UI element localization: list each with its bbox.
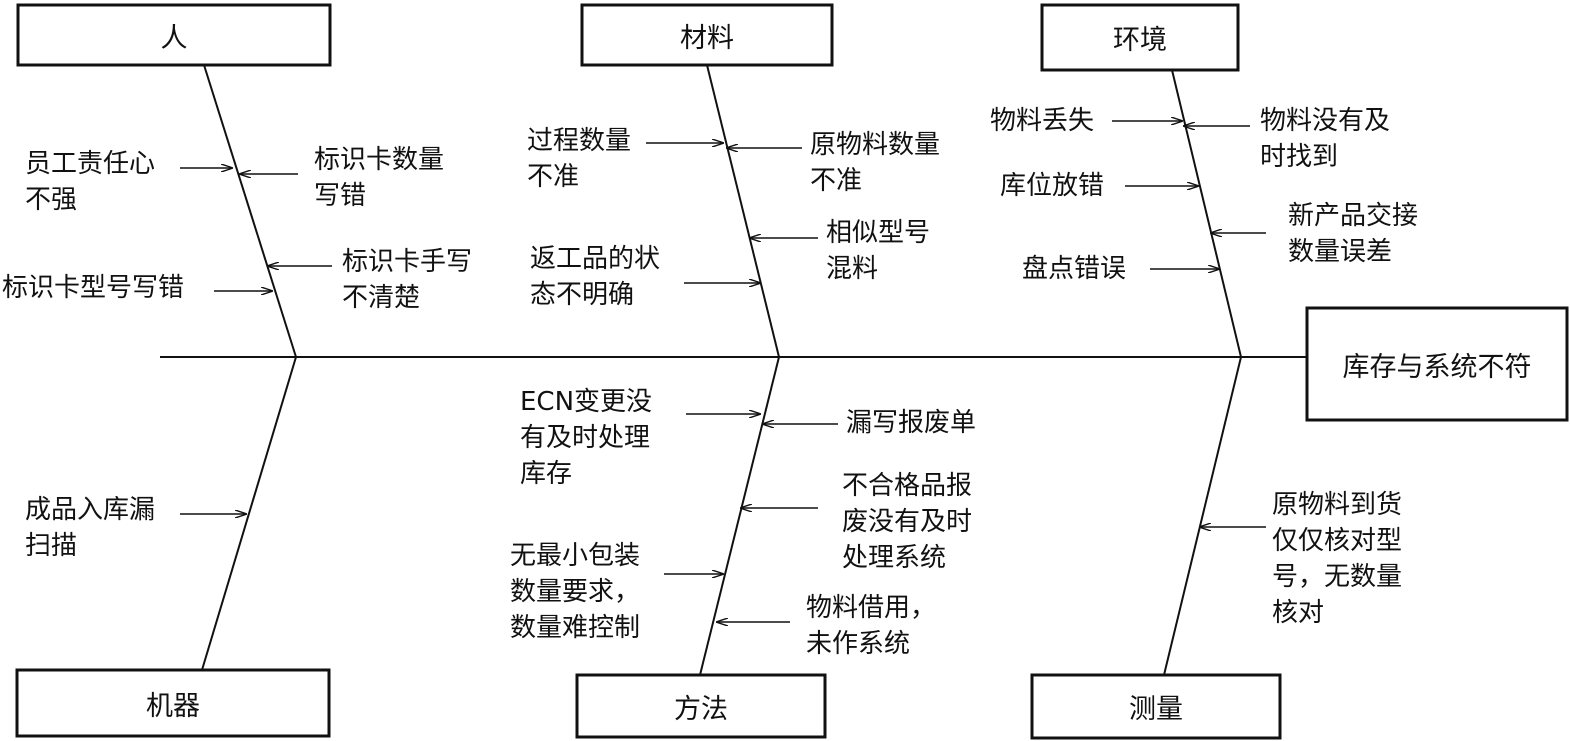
effect-label: 库存与系统不符 [1342, 351, 1532, 383]
cause-material-2: 原物料数量 不准 [810, 130, 941, 196]
cause-environment-1: 物料丢失 [990, 106, 1095, 136]
category-box-environment [1040, 3, 1240, 72]
category-label-material: 材料 [680, 22, 734, 54]
bone-environment [1171, 69, 1242, 358]
cause-method-1: ECN变更没 有及时处理 库存 [520, 387, 653, 489]
cause-environment-5: 盘点错误 [1022, 254, 1127, 284]
bone-man [203, 64, 297, 358]
cause-machine-1: 成品入库漏 扫描 [25, 495, 156, 561]
cause-environment-3: 库位放错 [1000, 171, 1105, 201]
category-label-environment: 环境 [1113, 25, 1167, 56]
cause-measurement-1: 原物料到货 仅仅核对型 号，无数量 核对 [1272, 490, 1403, 628]
cause-material-1: 过程数量 不准 [527, 126, 632, 192]
category-label-machine: 机器 [146, 690, 200, 722]
category-box-method [575, 673, 827, 739]
cause-material-3: 相似型号 混料 [826, 218, 931, 284]
cause-method-2: 漏写报废单 [846, 408, 977, 438]
cause-man-2: 标识卡数量 写错 [314, 145, 445, 211]
category-box-measurement [1030, 673, 1282, 740]
bone-material [706, 64, 780, 358]
category-label-measurement: 测量 [1129, 694, 1183, 725]
category-label-man: 人 [160, 22, 188, 54]
cause-method-5: 物料借用， 未作系统 [806, 593, 937, 659]
effect-box [1305, 306, 1569, 422]
cause-environment-4: 新产品交接 数量误差 [1288, 201, 1419, 267]
category-box-machine [15, 668, 331, 738]
cause-method-3: 不合格品报 废没有及时 处理系统 [842, 471, 973, 573]
cause-environment-2: 物料没有及 时找到 [1260, 106, 1391, 172]
category-box-man [16, 3, 332, 67]
cause-man-1: 员工责任心 不强 [25, 149, 156, 215]
bone-method [699, 356, 780, 676]
bone-machine [201, 356, 297, 671]
category-label-method: 方法 [674, 693, 728, 725]
cause-man-3: 标识卡手写 不清楚 [342, 247, 473, 313]
cause-man-4: 标识卡型号写错 [2, 273, 185, 303]
cause-method-4: 无最小包装 数量要求， 数量难控制 [510, 541, 641, 643]
category-box-material [580, 3, 834, 67]
cause-material-4: 返工品的状 态不明确 [530, 244, 661, 310]
bone-measurement [1163, 356, 1242, 676]
